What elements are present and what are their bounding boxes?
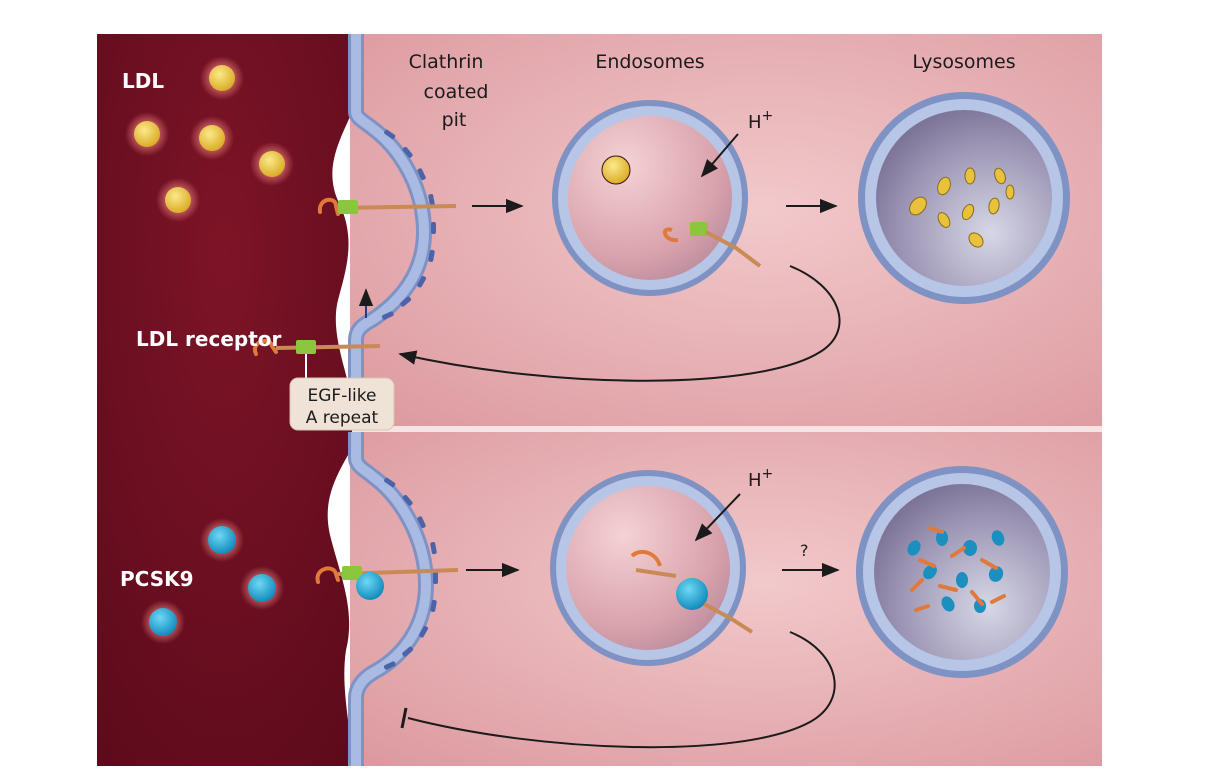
label-question: ? <box>800 541 809 560</box>
diagram-labels: LDL Clathrin coated pit Endosomes Lysoso… <box>120 51 1016 591</box>
label-hplus-bottom: H+ <box>748 466 773 491</box>
label-endosomes: Endosomes <box>595 51 704 73</box>
extracellular-blood <box>97 34 352 766</box>
arrow-hplus-bottom <box>694 493 741 542</box>
pcsk9-particle-endosome <box>676 578 708 610</box>
arrow-blocked-recycle-bottom <box>407 631 836 749</box>
egf-domain <box>338 200 358 214</box>
lysosome-top <box>858 92 1070 304</box>
plasma-membrane <box>348 34 438 766</box>
ldl-particle-endosome <box>601 155 631 185</box>
label-ldl-receptor: LDL receptor <box>136 327 282 351</box>
label-egf-line2: A repeat <box>306 408 379 428</box>
label-lysosomes: Lysosomes <box>912 51 1015 73</box>
label-hplus-top: H+ <box>748 108 773 133</box>
label-clathrin-line1: Clathrin <box>409 51 484 73</box>
label-clathrin-line2: coated <box>424 81 489 103</box>
blocked-recycle-bar <box>400 707 408 729</box>
pcsk9-particles <box>141 518 284 644</box>
panel-divider <box>350 426 1102 432</box>
label-egf-line1: EGF-like <box>308 386 377 406</box>
lysosome-bottom <box>856 466 1068 678</box>
clathrin-coat-bottom <box>383 477 438 670</box>
egf-domain <box>342 566 362 580</box>
arrow-recycle-top <box>398 265 841 382</box>
clathrin-coat-top <box>381 129 436 320</box>
label-pcsk9: PCSK9 <box>120 567 194 591</box>
egf-domain <box>296 340 316 354</box>
label-ldl: LDL <box>122 69 164 93</box>
endosome-bottom <box>550 470 754 666</box>
pathway-arrows <box>398 133 841 749</box>
ldl-particles <box>125 56 294 222</box>
label-clathrin-line3: pit <box>442 109 467 131</box>
arrow-hplus-top <box>700 133 739 178</box>
endosome-top <box>552 100 762 296</box>
ldl-receptor-free <box>252 338 381 378</box>
egf-like-callout <box>289 377 395 431</box>
pcsk9-receptor-pit-bottom <box>315 566 459 600</box>
ldl-receptor-pit-top <box>317 197 457 216</box>
